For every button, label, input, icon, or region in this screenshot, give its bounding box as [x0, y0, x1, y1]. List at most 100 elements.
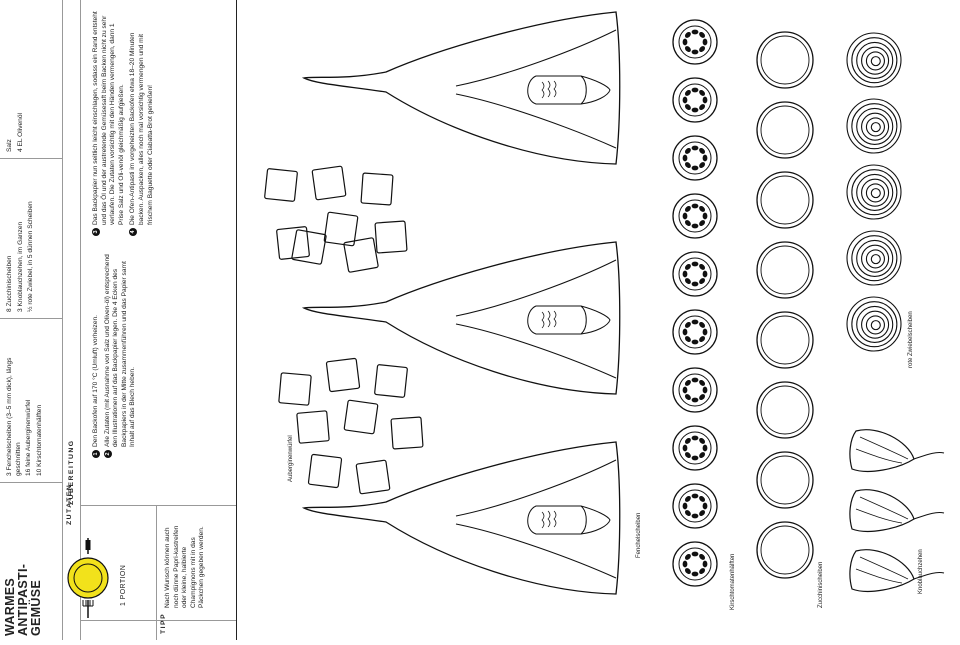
tomato-half: [672, 367, 718, 413]
zucchini-slice: [756, 171, 814, 229]
tomato-seed: [691, 145, 699, 151]
tip-label: TIPP: [160, 612, 167, 634]
step-text: Das Backpapier nun seitlich leicht einsc…: [92, 11, 125, 225]
tomato-seed: [684, 510, 691, 517]
panel-divider: [80, 0, 81, 640]
aubergine-cube: [296, 410, 330, 444]
fennel-core: [527, 75, 587, 105]
illustration-canvas: [264, 11, 945, 595]
fennel-outline: [301, 241, 621, 395]
tomato-skin: [672, 77, 718, 123]
tomato-seed: [682, 212, 688, 220]
tomato-seed: [682, 270, 688, 278]
fennel-outline: [301, 441, 621, 595]
garlic-outline: [849, 489, 915, 532]
onion-ring: [870, 320, 881, 331]
plate-icon: [67, 538, 109, 618]
tomato-seed: [682, 38, 688, 46]
title-block: WARMES ANTIPASTI- GEMÜSE: [3, 516, 43, 636]
onion-ring: [851, 103, 898, 150]
fork-icon: [82, 600, 94, 607]
ingredient: 10 Kirschtomatenhälften: [35, 404, 43, 476]
tomato-seed: [691, 165, 699, 171]
aubergine-cube: [343, 399, 379, 435]
tomato-seed: [699, 495, 706, 502]
tomato-skin: [672, 483, 718, 529]
fennel-outline: [301, 11, 621, 165]
tomato-flesh: [678, 431, 712, 465]
aubergine-cube: [374, 364, 408, 398]
tomato-skin: [672, 541, 718, 587]
tomato-skin: [672, 367, 718, 413]
tomato-seed: [691, 87, 699, 93]
step-text: Den Backofen auf 170 °C (Umluft) vorheiz…: [92, 314, 99, 447]
tomato-seed: [699, 147, 706, 154]
tomato-half: [672, 541, 718, 587]
onion-ring: [870, 188, 881, 199]
recipe-panel: WARMES ANTIPASTI- GEMÜSE ZUTATEN 3 Fench…: [0, 0, 237, 640]
tomato-seed: [691, 571, 699, 577]
tomato-seed: [684, 278, 691, 285]
fennel-texture: [541, 510, 557, 529]
tomato-seed: [684, 394, 691, 401]
panel-divider: [80, 505, 236, 506]
fennel-layer: [455, 259, 617, 379]
tomato-label: Kirschtomatenhälften: [730, 553, 736, 610]
fennel-group: [301, 11, 621, 595]
panel-divider: [62, 0, 63, 640]
tomato-seed: [699, 336, 706, 343]
tomato-seed: [684, 452, 691, 459]
tomato-seed: [699, 162, 706, 169]
tomato-seed: [702, 212, 708, 220]
knife-icon: [85, 540, 91, 550]
onion-ring: [865, 249, 885, 269]
tomato-seed: [699, 89, 706, 96]
ingredients-col-1: 3 Fenchelscheiben (3–5 mm dick), längs g…: [6, 326, 46, 476]
tomato-seed: [684, 437, 691, 444]
zucchini-skin: [756, 521, 814, 579]
tomato-seed: [699, 104, 706, 111]
tomato-skin: [672, 425, 718, 471]
tomato-seed: [691, 261, 699, 267]
aubergine-cube: [355, 459, 391, 495]
tomato-seed: [699, 452, 706, 459]
ingredients-col-2: 8 Zucchinischeiben 3 Knoblauchzehen, im …: [6, 162, 38, 312]
onion-label: rote Zwiebelscheiben: [908, 311, 914, 368]
fennel-slice: [301, 241, 621, 395]
aubergine-cube: [343, 237, 379, 273]
tomato-half: [672, 77, 718, 123]
zucchini-group: [756, 31, 814, 579]
garlic-line: [855, 556, 909, 584]
zucchini-skin: [756, 171, 814, 229]
step: 1 Den Backofen auf 170 °C (Umluft) vorhe…: [92, 248, 101, 458]
step: 4 Die Ofen-Antipasti im vorgeheizten Bac…: [129, 8, 155, 236]
ingredient: 8 Zucchinischeiben: [6, 255, 13, 312]
tomato-seed: [682, 386, 688, 394]
tomato-flesh: [678, 83, 712, 117]
garlic-tip: [913, 512, 945, 520]
garlic-group: [849, 429, 945, 592]
aubergine-cube: [390, 416, 424, 450]
zucchini-flesh: [760, 385, 810, 435]
tomato-seed: [702, 502, 708, 510]
zucchini-flesh: [760, 525, 810, 575]
aubergine-cube: [325, 357, 361, 393]
tomato-seed: [682, 444, 688, 452]
onion-ring: [851, 169, 898, 216]
tomato-seed: [684, 46, 691, 53]
tomato-seed: [684, 495, 691, 502]
tomato-seed: [699, 46, 706, 53]
tomato-seed: [702, 38, 708, 46]
portion-label: 1 PORTION: [120, 564, 127, 606]
zucchini-skin: [756, 31, 814, 89]
tomato-skin: [672, 19, 718, 65]
aubergine-cube: [276, 226, 310, 260]
tomato-seed: [699, 437, 706, 444]
onion-ring: [856, 305, 894, 344]
tomato-seed: [684, 220, 691, 227]
aubergine-group: [264, 165, 424, 495]
step-number: 2: [103, 450, 112, 458]
fennel-slice: [301, 11, 621, 165]
onion-ring: [846, 164, 902, 220]
zucchini-slice: [756, 241, 814, 299]
